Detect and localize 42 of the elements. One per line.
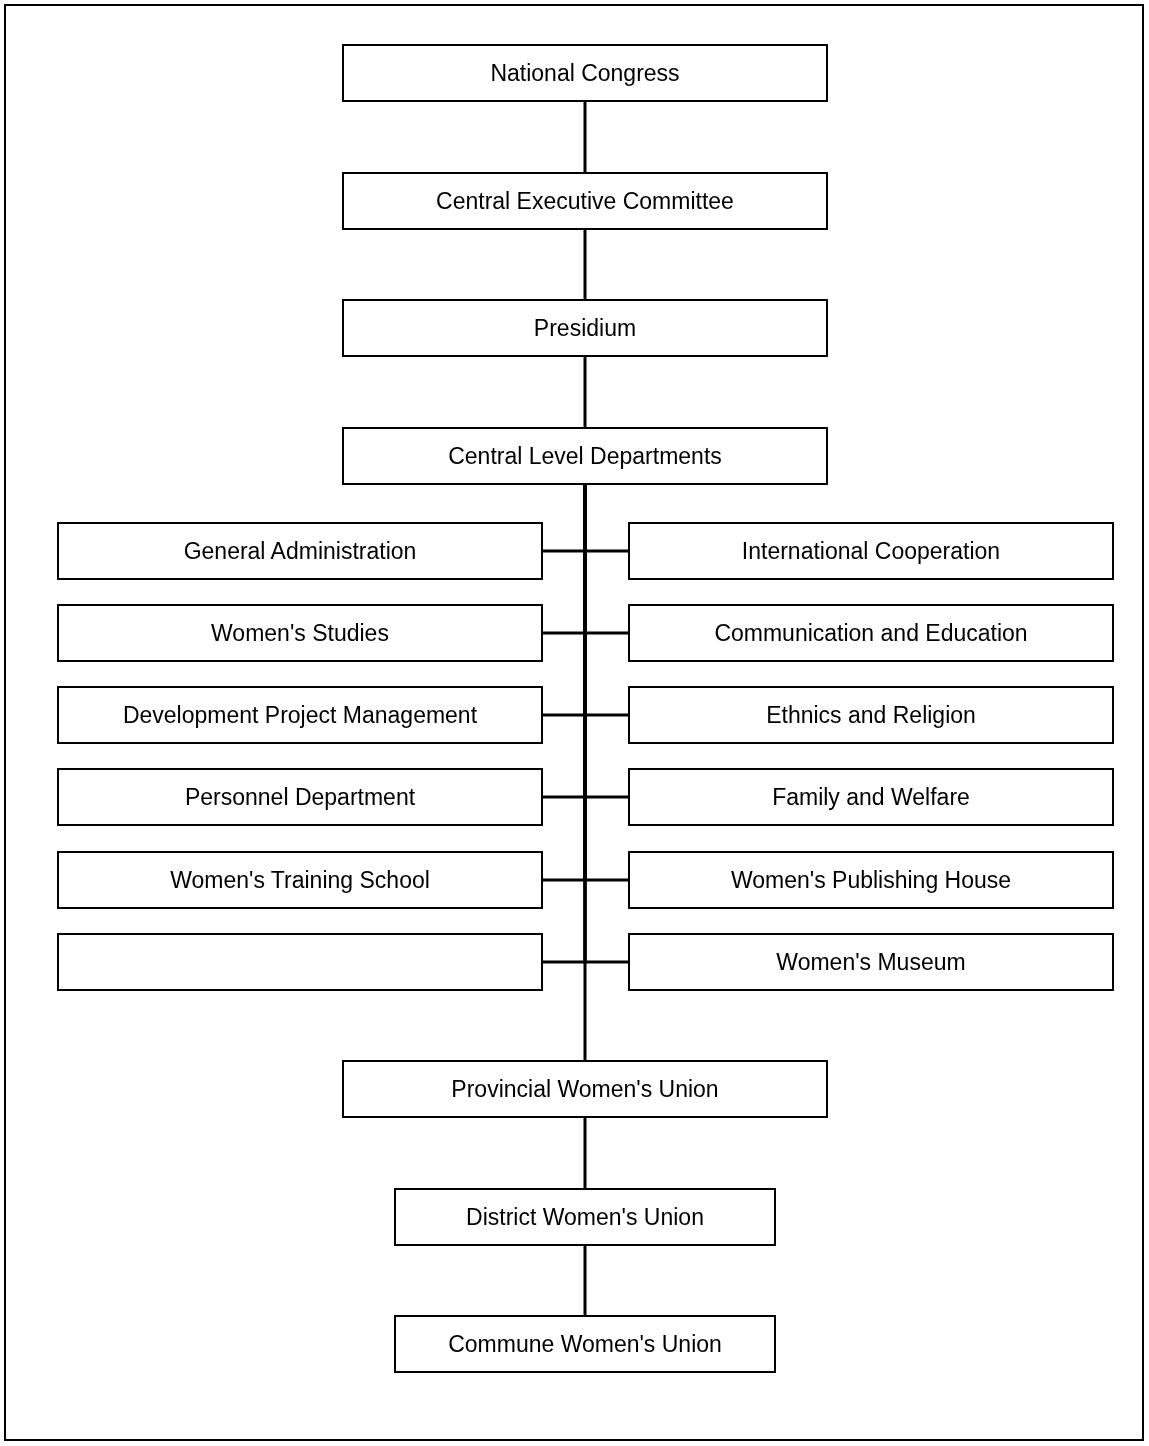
connector-line (583, 102, 587, 172)
box-label: Family and Welfare (772, 783, 970, 811)
org-box (57, 686, 543, 744)
box-label: National Congress (490, 59, 680, 87)
box-label: Women's Museum (776, 948, 966, 976)
org-box (57, 522, 543, 580)
box-label: Presidium (533, 314, 637, 342)
org-box (628, 933, 1114, 991)
org-box (342, 299, 828, 357)
box-label: District Women's Union (466, 1203, 704, 1231)
connector-line (583, 357, 587, 427)
box-label: Personnel Department (184, 783, 416, 811)
box-shape (57, 933, 543, 991)
org-box (342, 1060, 828, 1118)
org-box (628, 522, 1114, 580)
org-box (628, 768, 1114, 826)
box-label: Communication and Education (714, 619, 1028, 647)
org-box (342, 427, 828, 485)
box-label: Development Project Management (122, 701, 478, 729)
org-box (342, 172, 828, 230)
box-label: International Cooperation (741, 537, 1001, 565)
box-label: Central Level Departments (448, 442, 722, 470)
connector-line (583, 230, 587, 299)
box-label: Women's Studies (211, 619, 389, 647)
org-box (57, 604, 543, 662)
org-box (628, 851, 1114, 909)
box-label: Ethnics and Religion (766, 701, 976, 729)
org-box (57, 768, 543, 826)
org-box (57, 851, 543, 909)
box-label: General Administration (183, 537, 417, 565)
org-box (628, 686, 1114, 744)
org-box (342, 44, 828, 102)
box-label: Provincial Women's Union (451, 1075, 719, 1103)
box-label: Women's Publishing House (730, 866, 1012, 894)
box-label: Central Executive Committee (436, 187, 734, 215)
org-box (394, 1188, 776, 1246)
connector-line (583, 1118, 587, 1188)
org-box (394, 1315, 776, 1373)
org-box (628, 604, 1114, 662)
connector-line (583, 1246, 587, 1315)
box-label: Commune Women's Union (448, 1330, 722, 1358)
box-label: Women's Training School (170, 866, 430, 894)
